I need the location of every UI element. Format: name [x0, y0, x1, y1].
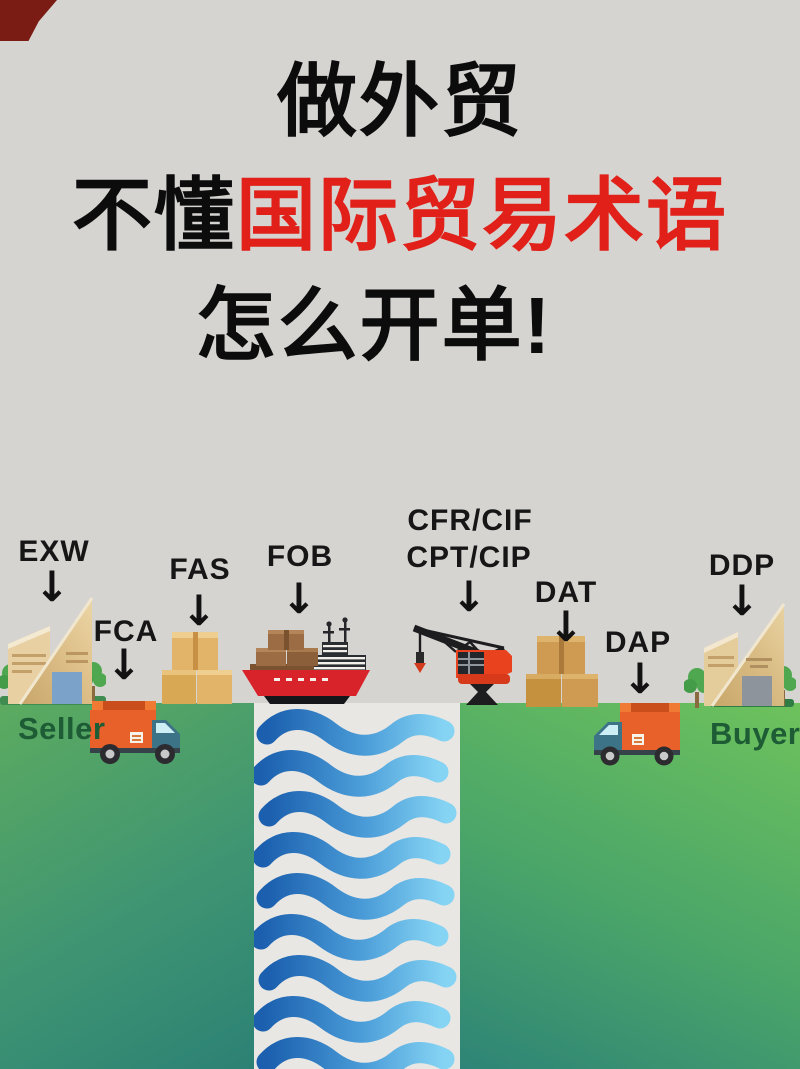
- down-arrow-icon: ↓: [34, 562, 70, 611]
- term-label-fas: FAS: [169, 553, 231, 586]
- down-arrow-icon: ↓: [106, 640, 142, 689]
- buyer-land: [460, 703, 800, 1069]
- down-arrow-icon: ↓: [451, 572, 487, 621]
- cargo-boxes-icon: [526, 636, 598, 707]
- corner-artifact: [0, 0, 57, 41]
- term-label-cpt-cip: CPT/CIP: [406, 541, 532, 574]
- term-label-cfr-cif: CFR/CIF: [407, 504, 533, 537]
- delivery-truck-icon: [594, 703, 680, 766]
- down-arrow-icon: ↓: [281, 574, 317, 623]
- title-line2-highlight: 国际贸易术语: [236, 171, 728, 260]
- term-label-dap: DAP: [604, 626, 672, 659]
- term-label-exw: EXW: [18, 535, 90, 568]
- seller-factory-icon: [8, 597, 94, 705]
- term-label-dat: DAT: [534, 576, 598, 609]
- wave-pattern: [254, 703, 460, 1069]
- seller-land: [0, 703, 254, 1069]
- harbor-crane-icon: [412, 624, 512, 705]
- term-label-fob: FOB: [266, 540, 334, 573]
- term-label-ddp: DDP: [708, 549, 776, 582]
- title-line-2: 不懂国际贸易术语: [0, 174, 800, 258]
- cargo-ship-icon: [242, 617, 370, 704]
- title-line2-black: 不懂: [72, 171, 236, 260]
- seller-label: Seller: [18, 711, 106, 746]
- title-line-1: 做外贸: [277, 57, 523, 146]
- down-arrow-icon: ↓: [724, 576, 760, 625]
- down-arrow-icon: ↓: [622, 654, 658, 703]
- title-line-3: 怎么开单!: [195, 281, 553, 370]
- sea-strip: [254, 703, 460, 1069]
- delivery-truck-icon: [90, 701, 180, 764]
- down-arrow-icon: ↓: [181, 586, 217, 635]
- down-arrow-icon: ↓: [548, 602, 584, 651]
- buyer-building-icon: [704, 603, 786, 707]
- buyer-label: Buyer: [710, 716, 800, 751]
- term-label-fca: FCA: [93, 615, 159, 648]
- cargo-boxes-icon: [162, 632, 232, 704]
